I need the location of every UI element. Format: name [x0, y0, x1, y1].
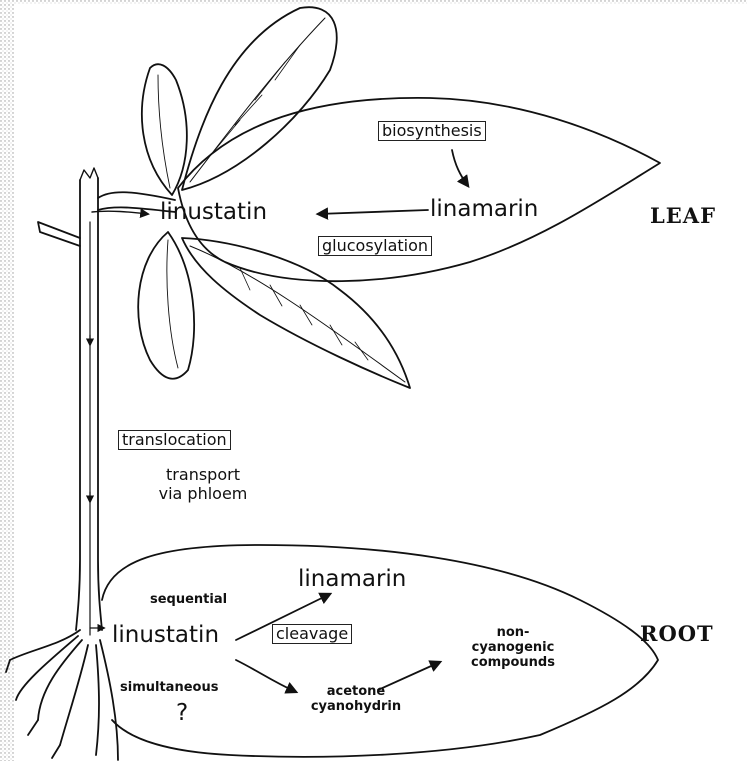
- side-branch: [38, 222, 80, 246]
- label-non-line1: non-: [448, 625, 578, 640]
- lateral-roots: [10, 630, 118, 760]
- label-acetone-line2: cyanohydrin: [296, 699, 416, 714]
- label-sequential: sequential: [150, 592, 227, 607]
- label-acetone-cyanohydrin: acetone cyanohydrin: [296, 684, 416, 714]
- label-acetone-line1: acetone: [296, 684, 416, 699]
- leaf-lower-right: [182, 238, 410, 388]
- label-cleavage: cleavage: [272, 624, 352, 644]
- label-leaf-linamarin: linamarin: [430, 196, 538, 222]
- arrow-biosynthesis-to-linamarin: [452, 150, 468, 186]
- label-transport-line2: via phloem: [128, 484, 278, 503]
- arrow-linamarin-to-linustatin: [318, 210, 428, 214]
- label-glucosylation: glucosylation: [318, 236, 432, 256]
- leaf-upper-left: [142, 64, 187, 195]
- label-transport: transport via phloem: [128, 465, 278, 503]
- label-transport-line1: transport: [128, 465, 278, 484]
- label-translocation: translocation: [118, 430, 231, 450]
- label-root-linamarin: linamarin: [298, 566, 406, 592]
- leaf-lower-left: [138, 232, 194, 379]
- label-non-cyanogenic: non- cyanogenic compounds: [448, 625, 578, 670]
- dotted-border-left: [0, 0, 14, 761]
- label-leaf-linustatin: linustatin: [160, 199, 267, 225]
- label-root-linustatin: linustatin: [112, 622, 219, 648]
- stem: [76, 178, 102, 630]
- label-biosynthesis: biosynthesis: [378, 121, 486, 141]
- dotted-border-top: [0, 0, 747, 4]
- label-question-mark: ?: [176, 700, 188, 726]
- label-non-line3: compounds: [448, 655, 578, 670]
- label-region-leaf: LEAF: [650, 203, 716, 228]
- label-simultaneous: simultaneous: [120, 680, 218, 695]
- label-non-line2: cyanogenic: [448, 640, 578, 655]
- label-region-root: ROOT: [640, 621, 714, 646]
- arrow-simultaneous: [236, 660, 296, 692]
